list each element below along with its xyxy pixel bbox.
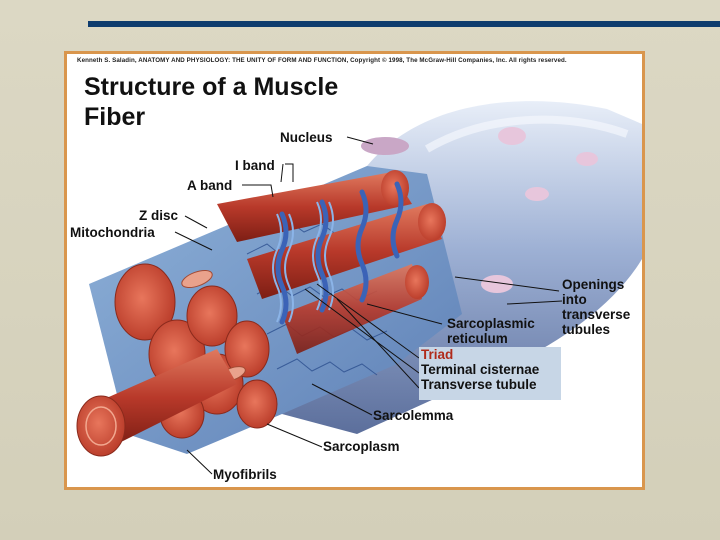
label-sarcolemma: Sarcolemma	[373, 408, 454, 423]
tubule-opening	[576, 152, 598, 166]
triad-legend-box: Triad Terminal cisternae Transverse tubu…	[419, 347, 561, 400]
label-openings-line-4: tubules	[562, 322, 611, 337]
muscle-fiber-illustration	[76, 101, 642, 475]
sheath-highlight	[424, 115, 629, 153]
triad-title: Triad	[421, 347, 454, 362]
label-sr-line-2: reticulum	[447, 331, 508, 346]
terminal-cisternae	[272, 201, 334, 323]
label-openings-line-1: Openings	[562, 277, 625, 292]
tubule-opening	[481, 275, 513, 293]
label-z-disc: Z disc	[139, 208, 179, 223]
tubule-opening	[525, 187, 549, 201]
figure-title-line-2: Fiber	[84, 103, 146, 131]
label-i-band: I band	[235, 158, 275, 173]
label-myofibrils: Myofibrils	[213, 467, 277, 482]
label-openings-line-3: transverse	[562, 307, 631, 322]
figure-frame: Kenneth S. Saladin, ANATOMY AND PHYSIOLO…	[64, 51, 645, 490]
nucleus-shape	[361, 137, 409, 155]
triad-terminal-cisternae: Terminal cisternae	[421, 362, 540, 377]
label-nucleus: Nucleus	[280, 130, 333, 145]
label-sarcoplasm: Sarcoplasm	[323, 439, 400, 454]
leader-lines	[174, 136, 563, 475]
triad-transverse-tubule: Transverse tubule	[421, 377, 537, 392]
title-bar-line	[88, 21, 720, 27]
transverse-tubules	[275, 181, 404, 325]
copyright-notice: Kenneth S. Saladin, ANATOMY AND PHYSIOLO…	[77, 57, 567, 64]
label-sr-line-1: Sarcoplasmic	[447, 316, 535, 331]
label-mitochondria: Mitochondria	[70, 225, 155, 240]
figure-title-line-1: Structure of a Muscle	[84, 73, 339, 101]
tubule-opening	[498, 127, 526, 145]
label-openings-line-2: into	[562, 292, 587, 307]
protruding-myofibril	[76, 349, 237, 457]
label-a-band: A band	[187, 178, 233, 193]
figure-title: Structure of a Muscle Fiber	[84, 72, 338, 132]
